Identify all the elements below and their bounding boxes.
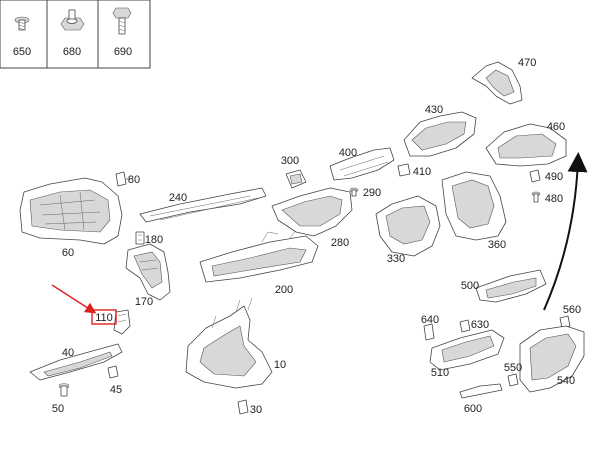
part-480-screw (531, 191, 541, 203)
part-80-clip (115, 171, 130, 187)
label-280: 280 (331, 237, 349, 249)
label-360: 360 (488, 239, 506, 251)
label-400: 400 (339, 147, 357, 159)
label-110: 110 (95, 312, 113, 324)
part-10-member (185, 297, 273, 389)
label-40: 40 (62, 347, 74, 359)
part-60-panel (19, 177, 123, 245)
label-540: 540 (557, 375, 575, 387)
label-170: 170 (135, 296, 153, 308)
part-640-clip (423, 323, 435, 341)
part-110-trim (113, 309, 131, 335)
label-430: 430 (425, 104, 443, 116)
part-50-screw (58, 383, 70, 397)
part-600-strip (459, 383, 503, 399)
label-550: 550 (504, 362, 522, 374)
label-60: 60 (62, 247, 74, 259)
part-45-clip (107, 365, 119, 379)
part-280-panel (271, 187, 353, 237)
part-490-clip (529, 169, 541, 183)
label-460: 460 (547, 121, 565, 133)
label-410: 410 (413, 166, 431, 178)
part-630-clip (459, 319, 471, 333)
direction-arrow (543, 152, 588, 311)
part-400-bracket (329, 147, 395, 181)
part-180-bracket (135, 231, 145, 245)
part-290-screw (349, 187, 359, 197)
part-200-duct (199, 229, 319, 283)
label-10: 10 (274, 359, 286, 371)
part-550-clip (507, 373, 519, 387)
part-430-tunnel (403, 111, 477, 157)
part-300-clip (285, 169, 307, 189)
label-30: 30 (250, 404, 262, 416)
label-500: 500 (461, 280, 479, 292)
label-180: 180 (145, 234, 163, 246)
label-490: 490 (545, 171, 563, 183)
fastener-label-650: 650 (13, 46, 31, 58)
part-470-cover (471, 61, 523, 105)
part-170-bracket (125, 243, 171, 301)
label-630: 630 (471, 319, 489, 331)
label-470: 470 (518, 57, 536, 69)
label-45: 45 (110, 384, 122, 396)
fastener-table: 650 680 690 (0, 0, 151, 69)
part-30-clip (237, 399, 249, 415)
label-300: 300 (281, 155, 299, 167)
label-240: 240 (169, 192, 187, 204)
screw-flat-icon (14, 16, 30, 31)
part-540-shield (519, 325, 585, 393)
part-500-panel (475, 269, 547, 303)
label-480: 480 (545, 193, 563, 205)
part-240-crossbar (139, 187, 267, 223)
highlight-110: 110 (51, 284, 117, 325)
part-460-shield (485, 123, 567, 167)
label-80: 80 (128, 174, 140, 186)
label-200: 200 (275, 284, 293, 296)
part-510-panel (429, 329, 505, 371)
label-560: 560 (563, 304, 581, 316)
label-510: 510 (431, 367, 449, 379)
label-330: 330 (387, 253, 405, 265)
label-600: 600 (464, 403, 482, 415)
part-labels: 470 430 460 400 300 410 490 80 290 240 4… (52, 57, 581, 416)
part-330-tunnel (375, 195, 441, 257)
fastener-label-680: 680 (63, 46, 81, 58)
label-290: 290 (363, 187, 381, 199)
fastener-label-690: 690 (114, 46, 132, 58)
part-410-clip (397, 163, 411, 177)
part-560-clip (559, 315, 571, 329)
bolt-icon (112, 7, 132, 35)
label-50: 50 (52, 403, 64, 415)
label-640: 640 (421, 314, 439, 326)
part-40-sill (29, 343, 123, 381)
nut-icon (60, 9, 85, 31)
part-360-panel (441, 171, 507, 241)
